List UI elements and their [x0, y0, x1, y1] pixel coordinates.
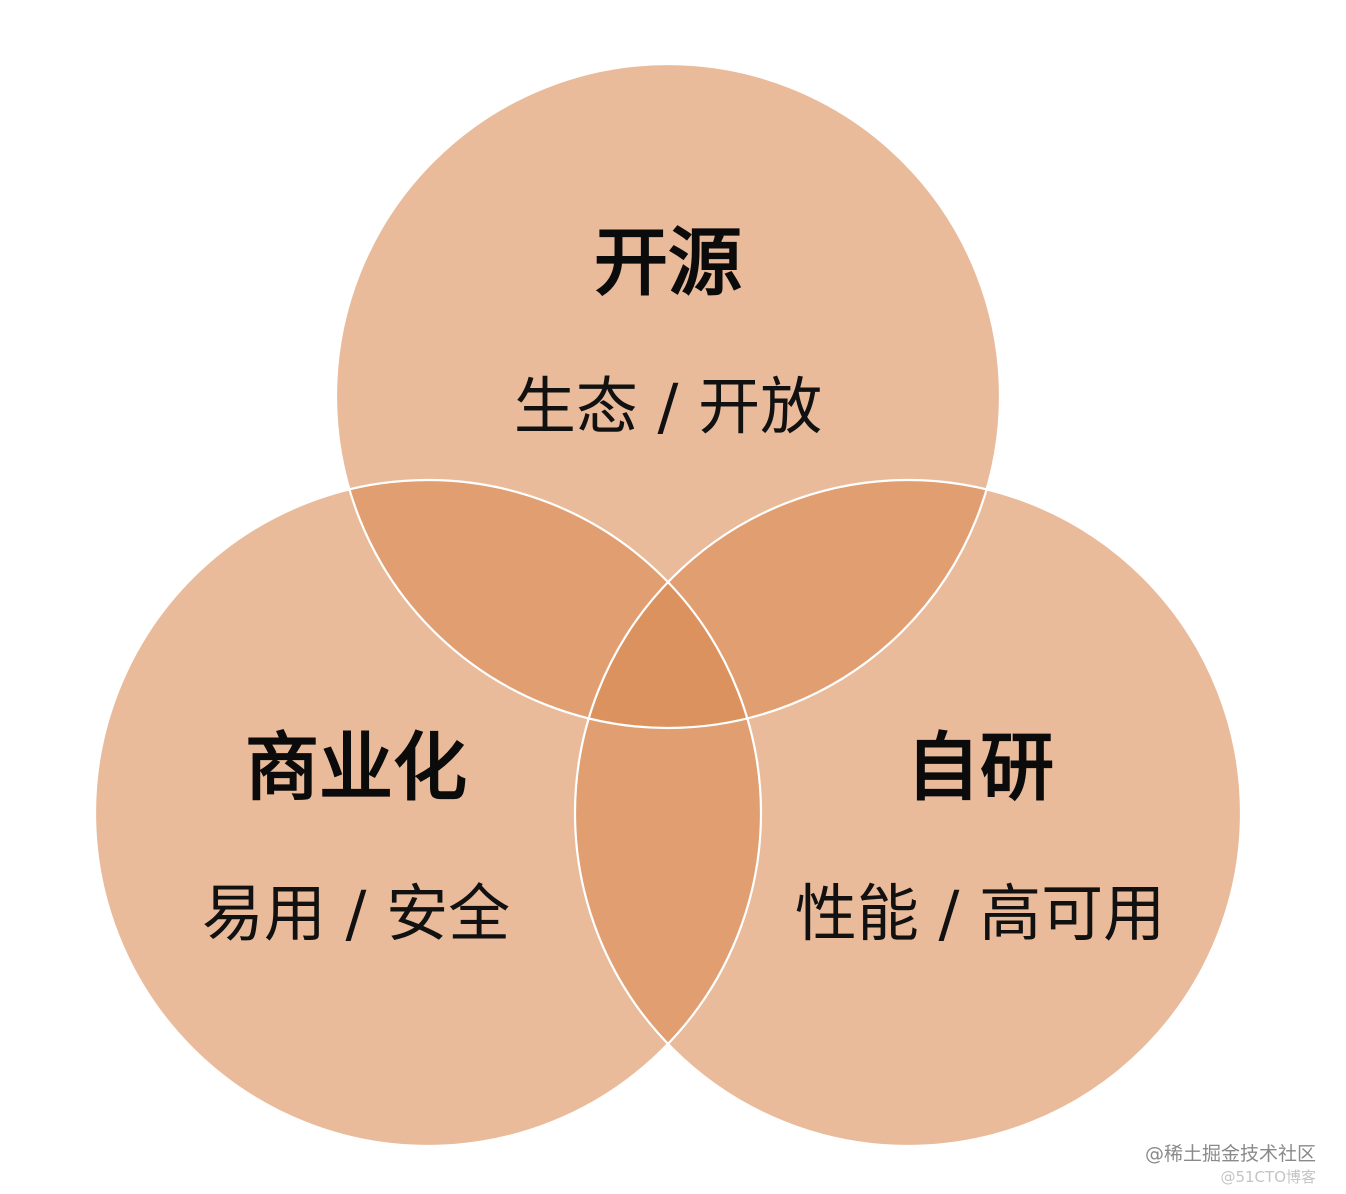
circle-top-title: 开源 — [594, 220, 742, 306]
circle-left — [95, 480, 761, 1146]
circle-left-subtitle: 易用 / 安全 — [202, 877, 510, 950]
watermark-51cto: @51CTO博客 — [1220, 1168, 1316, 1186]
circle-right-title: 自研 — [906, 725, 1054, 811]
circle-top-outline — [334, 62, 1002, 730]
circle-top-subtitle: 生态 / 开放 — [514, 370, 822, 443]
circle-left-title: 商业化 — [245, 725, 467, 811]
circle-left-outline — [93, 478, 763, 1148]
circle-right-subtitle: 性能 / 高可用 — [795, 877, 1165, 950]
circle-right-outline — [573, 478, 1243, 1148]
watermark-juejin: @稀土掘金技术社区 — [1145, 1143, 1316, 1165]
circle-right — [575, 480, 1241, 1146]
